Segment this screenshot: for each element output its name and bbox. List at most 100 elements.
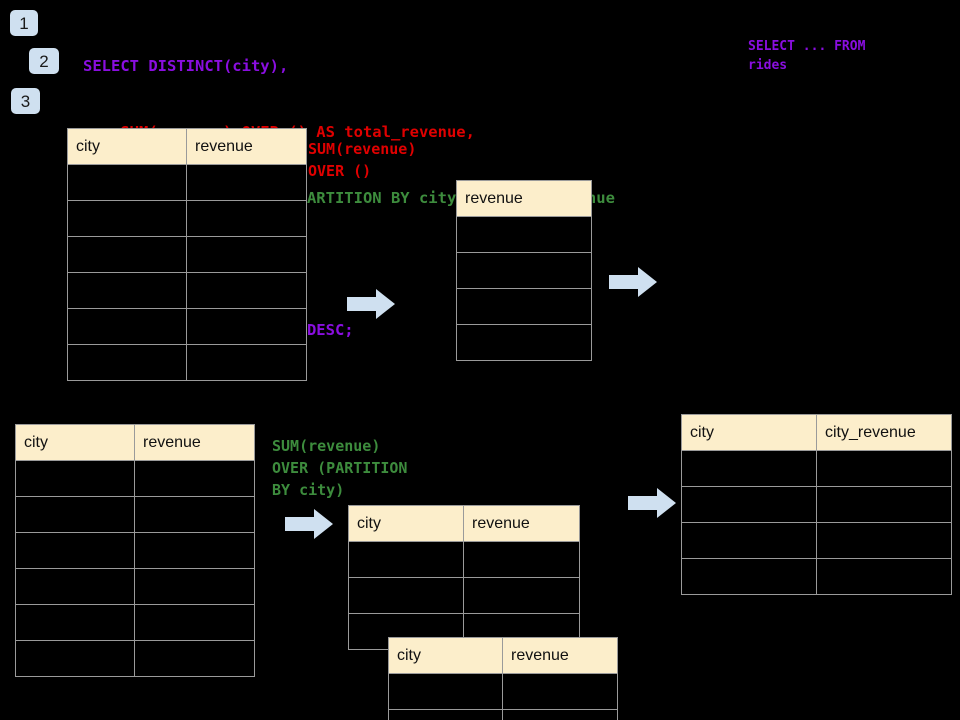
cell-city [67,236,187,273]
cell-city [67,344,187,381]
sql-line-select: SELECT DISTINCT(city), [83,57,289,75]
table-row [388,673,618,710]
table-header-row: revenue [456,180,592,217]
cell-revenue [186,200,307,237]
cell-revenue [134,604,255,641]
step-badge-1-label: 1 [19,13,29,33]
column-header-revenue: revenue [456,180,592,217]
arrow-rides-to-partition [285,509,333,539]
table-header-row: city city_revenue [681,414,952,451]
table-row [67,344,307,381]
column-header-revenue: revenue [502,637,618,674]
cell-city-revenue [816,486,952,523]
arrow-total-revenue-to-result [609,267,657,297]
column-header-city: city [15,424,135,461]
annotation-sum-over-empty: SUM(revenue) OVER () [308,140,417,180]
column-header-city: city [388,637,503,674]
table-header-row: city revenue [15,424,255,461]
cell-revenue [134,640,255,677]
table-row [67,200,307,237]
side-note-select-from-rides: SELECT ... FROM rides [748,39,866,73]
step-badge-1: 1 [10,10,38,36]
cell-city [681,558,817,595]
table-row [681,558,952,595]
annotation-sum-over-partition: SUM(revenue) OVER (PARTITION BY city) [272,437,408,499]
cell-revenue [186,236,307,273]
table-row [67,164,307,201]
cell-revenue [134,532,255,569]
cell-revenue [463,577,580,614]
table-row [456,288,592,325]
cell-city [67,272,187,309]
cell-revenue [456,252,592,289]
table-row [388,709,618,720]
step-badge-3: 3 [11,88,40,114]
cell-revenue [502,673,618,710]
table-row [348,577,580,614]
table-header-row: city revenue [388,637,618,674]
cell-revenue [186,272,307,309]
cell-city [681,486,817,523]
cell-revenue [134,460,255,497]
cell-city [15,460,135,497]
cell-city [15,496,135,533]
cell-city-revenue [816,522,952,559]
column-header-city: city [681,414,817,451]
column-header-revenue: revenue [134,424,255,461]
partition-table-front: city revenue [388,637,618,720]
table-row [681,522,952,559]
table-row [456,252,592,289]
column-header-revenue: revenue [186,128,307,165]
table-row [681,486,952,523]
cell-city [15,568,135,605]
column-header-city: city [348,505,464,542]
column-header-city: city [67,128,187,165]
table-row [15,460,255,497]
cell-city [348,541,464,578]
cell-revenue [456,288,592,325]
cell-city [67,164,187,201]
table-row [67,236,307,273]
table-row [15,532,255,569]
cell-revenue [456,216,592,253]
table-row [15,604,255,641]
table-row [15,568,255,605]
column-header-city-revenue: city_revenue [816,414,952,451]
cell-city [15,604,135,641]
cell-city [67,308,187,345]
arrow-rides-to-total-revenue [347,289,395,319]
cell-city-revenue [816,558,952,595]
cell-revenue [463,541,580,578]
table-header-row: city revenue [348,505,580,542]
cell-revenue [134,496,255,533]
cell-city-revenue [816,450,952,487]
result-table: city city_revenue [681,414,952,595]
cell-city [15,640,135,677]
table-row [681,450,952,487]
table-row [67,272,307,309]
table-row [15,496,255,533]
cell-revenue [502,709,618,720]
cell-revenue [134,568,255,605]
column-header-revenue: revenue [463,505,580,542]
table-row [456,324,592,361]
cell-city [681,450,817,487]
step-badge-2: 2 [29,48,59,74]
arrow-partition-to-result [628,488,676,518]
cell-revenue [186,164,307,201]
cell-revenue [186,308,307,345]
table-row [67,308,307,345]
cell-city [67,200,187,237]
partition-table-back: city revenue [348,505,580,650]
table-header-row: city revenue [67,128,307,165]
table-row [15,640,255,677]
cell-city [681,522,817,559]
cell-city [388,709,503,720]
cell-revenue [456,324,592,361]
table-row [348,541,580,578]
table-row [456,216,592,253]
cell-revenue [186,344,307,381]
cell-city [15,532,135,569]
cell-city [348,577,464,614]
